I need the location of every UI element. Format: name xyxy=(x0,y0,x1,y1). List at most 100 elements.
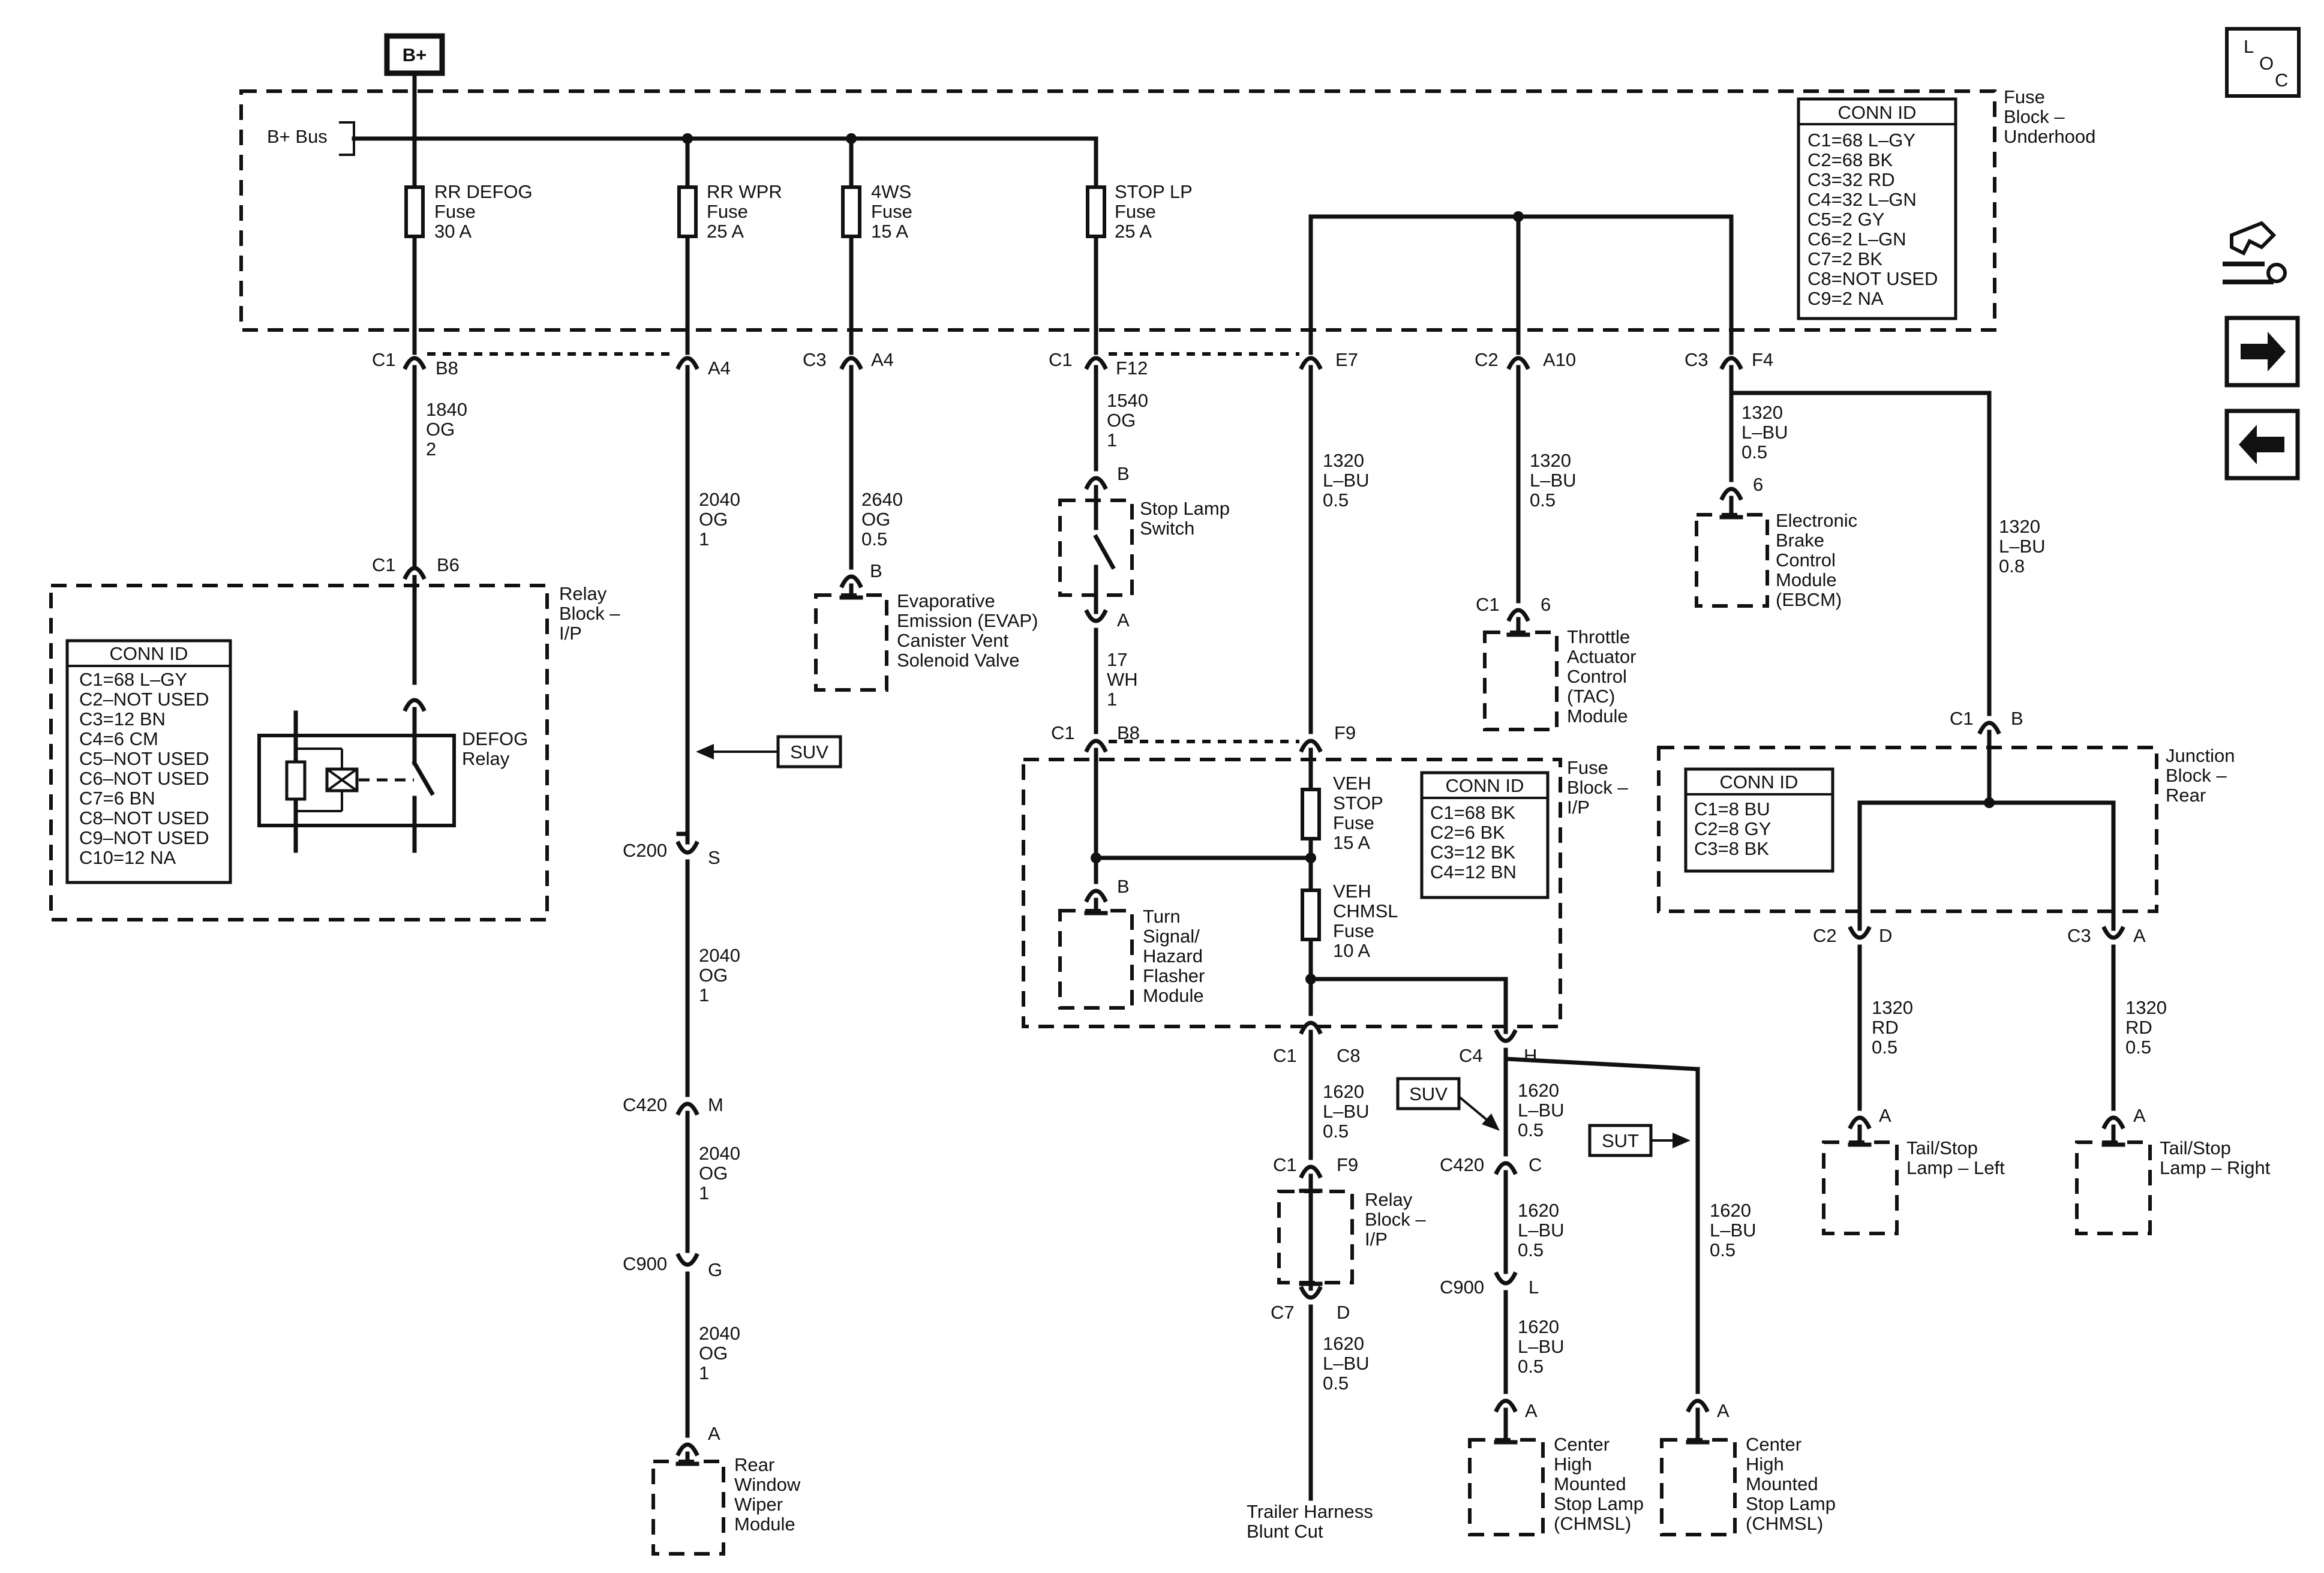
svg-text:1: 1 xyxy=(699,1362,709,1383)
svg-text:F12: F12 xyxy=(1116,358,1148,379)
svg-text:STOP: STOP xyxy=(1333,792,1383,813)
svg-text:Lamp – Right: Lamp – Right xyxy=(2160,1157,2271,1178)
svg-text:C7=6 BN: C7=6 BN xyxy=(79,788,155,809)
connector-chmsl1-a: A xyxy=(1494,1398,1538,1421)
connector-turn-b: B xyxy=(1084,876,1130,903)
svg-text:Fuse: Fuse xyxy=(1333,812,1374,833)
svg-text:Block –: Block – xyxy=(2166,765,2227,786)
svg-text:Mounted: Mounted xyxy=(1746,1473,1818,1494)
svg-text:C7: C7 xyxy=(1271,1302,1295,1323)
svg-text:A: A xyxy=(1717,1400,1730,1421)
svg-text:B6: B6 xyxy=(437,554,460,575)
connector-c900-l: C900 L xyxy=(1440,1271,1539,1298)
svg-text:Signal/: Signal/ xyxy=(1143,926,1200,947)
connector-stop-switch-b: B xyxy=(1084,463,1130,490)
svg-text:(TAC): (TAC) xyxy=(1567,686,1615,707)
arrow-left-icon[interactable] xyxy=(2224,409,2300,481)
chmsl-2-label: Center High Mounted Stop Lamp (CHMSL) xyxy=(1746,1434,1836,1534)
svg-text:1: 1 xyxy=(699,984,709,1005)
svg-text:C1: C1 xyxy=(372,349,396,370)
svg-text:Window: Window xyxy=(734,1474,801,1495)
svg-text:C200: C200 xyxy=(623,840,667,861)
svg-text:B: B xyxy=(870,560,882,581)
svg-text:B: B xyxy=(1117,463,1130,484)
svg-text:C7=2 BK: C7=2 BK xyxy=(1807,248,1882,269)
svg-text:Fuse: Fuse xyxy=(871,201,912,222)
svg-text:0.5: 0.5 xyxy=(861,529,887,550)
svg-text:L: L xyxy=(2244,36,2254,57)
svg-text:B8: B8 xyxy=(436,358,458,379)
svg-text:D: D xyxy=(1337,1302,1350,1323)
svg-text:SUV: SUV xyxy=(790,742,828,763)
svg-text:CONN ID: CONN ID xyxy=(1446,775,1524,796)
svg-text:C900: C900 xyxy=(623,1253,667,1274)
wire-1320-rd-left-label: 1320 RD 0.5 xyxy=(1872,997,1913,1058)
svg-text:C3: C3 xyxy=(1685,349,1709,370)
connector-c1-b8: C1 B8 xyxy=(372,349,458,379)
rr-defog-fuse-symbol xyxy=(404,185,425,238)
svg-text:0.5: 0.5 xyxy=(2125,1037,2151,1058)
svg-text:2: 2 xyxy=(426,439,436,460)
svg-text:B: B xyxy=(2011,708,2023,729)
svg-text:0.5: 0.5 xyxy=(1518,1356,1544,1377)
svg-text:Emission (EVAP): Emission (EVAP) xyxy=(897,610,1038,631)
wire-1620-lbu-a-label: 1620 L–BU 0.5 xyxy=(1323,1081,1370,1142)
svg-text:1620: 1620 xyxy=(1710,1200,1751,1221)
svg-text:C1: C1 xyxy=(1051,722,1075,743)
svg-text:C2: C2 xyxy=(1475,349,1499,370)
svg-text:Fuse: Fuse xyxy=(1567,757,1608,778)
tail-stop-right-box xyxy=(2075,1140,2152,1235)
svg-text:C900: C900 xyxy=(1440,1277,1484,1298)
svg-text:Wiper: Wiper xyxy=(734,1494,783,1515)
svg-text:A10: A10 xyxy=(1543,349,1576,370)
svg-text:0.5: 0.5 xyxy=(1323,490,1349,511)
arrow-right-icon[interactable] xyxy=(2224,316,2300,388)
svg-text:C8: C8 xyxy=(1337,1045,1361,1066)
svg-text:1320: 1320 xyxy=(2125,997,2167,1018)
svg-text:1: 1 xyxy=(1107,689,1117,710)
rear-wiper-module-box xyxy=(651,1460,725,1556)
svg-text:CONN ID: CONN ID xyxy=(1838,102,1917,123)
svg-text:D: D xyxy=(1879,925,1892,946)
wire-1320-lbu-a10-label: 1320 L–BU 0.5 xyxy=(1530,450,1577,511)
relay-block-ip-2-label: Relay Block – I/P xyxy=(1365,1189,1426,1250)
wire-1320-lbu-f4-label: 1320 L–BU 0.5 xyxy=(1742,402,1788,463)
wire-1840-og-label: 1840 OG 2 xyxy=(426,399,467,460)
svg-text:High: High xyxy=(1554,1454,1592,1475)
svg-text:C420: C420 xyxy=(1440,1154,1484,1175)
connector-c420-c: C420 C xyxy=(1440,1154,1542,1175)
4ws-fuse-symbol xyxy=(841,185,861,238)
svg-text:A: A xyxy=(1879,1105,1891,1126)
svg-text:C4=32 L–GN: C4=32 L–GN xyxy=(1807,189,1917,210)
svg-text:C1=8 BU: C1=8 BU xyxy=(1694,798,1770,819)
svg-text:Control: Control xyxy=(1776,550,1836,571)
svg-text:1320: 1320 xyxy=(1323,450,1364,471)
connector-c1-b6: C1 B6 xyxy=(372,554,460,580)
connector-tail-right-a: A xyxy=(2101,1105,2146,1130)
svg-text:L–BU: L–BU xyxy=(1323,470,1370,491)
schematic-settings-icon[interactable] xyxy=(2223,221,2287,284)
svg-text:OG: OG xyxy=(699,1343,728,1364)
veh-chmsl-fuse-label: VEH CHMSL Fuse 10 A xyxy=(1333,881,1398,961)
svg-text:C3=8 BK: C3=8 BK xyxy=(1694,838,1769,859)
relay-block-ip-title: Relay Block – I/P xyxy=(559,583,620,644)
loc-icon[interactable]: L O C xyxy=(2225,27,2301,98)
rear-wiper-module-label: Rear Window Wiper Module xyxy=(734,1454,801,1535)
connector-evap-b: B xyxy=(839,560,882,589)
svg-text:I/P: I/P xyxy=(559,623,582,644)
wire-1620-lbu-c-label: 1620 L–BU 0.5 xyxy=(1518,1080,1565,1140)
connector-relay-c1-f9: C1 F9 xyxy=(1273,1154,1358,1179)
svg-text:C9=2 NA: C9=2 NA xyxy=(1807,288,1884,309)
svg-text:15 A: 15 A xyxy=(871,221,908,242)
connector-ip-f9: F9 xyxy=(1299,722,1356,753)
svg-text:Stop Lamp: Stop Lamp xyxy=(1554,1493,1644,1514)
svg-text:CONN ID: CONN ID xyxy=(1720,772,1798,792)
svg-text:OG: OG xyxy=(699,1163,728,1184)
svg-text:C2–NOT USED: C2–NOT USED xyxy=(79,689,209,710)
svg-text:C2=8 GY: C2=8 GY xyxy=(1694,818,1771,839)
svg-text:2640: 2640 xyxy=(861,489,903,510)
svg-text:Rear: Rear xyxy=(734,1454,774,1475)
wire-2040-og-c-label: 2040 OG 1 xyxy=(699,1143,740,1203)
svg-text:Actuator: Actuator xyxy=(1567,646,1636,667)
svg-text:A: A xyxy=(2133,925,2146,946)
